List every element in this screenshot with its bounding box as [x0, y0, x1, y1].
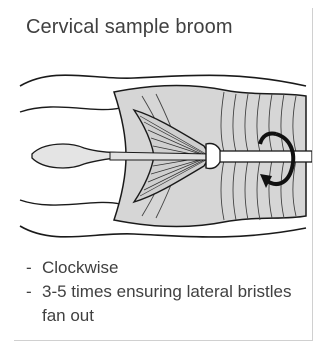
canal-inner-bottom [20, 200, 120, 205]
slide-card: Cervical sample broom [14, 8, 313, 341]
canal-outline-top [20, 75, 306, 86]
page-title: Cervical sample broom [26, 16, 233, 39]
bullet-dash: - [26, 280, 32, 304]
list-item: -3-5 times ensuring lateral bristles fan… [26, 280, 306, 328]
central-bristles [110, 152, 210, 160]
canal-inner-top [20, 107, 120, 112]
bullet-dash: - [26, 256, 32, 280]
canal-outline-bottom [20, 226, 306, 237]
broom-illustration [14, 56, 312, 252]
list-item-text: 3-5 times ensuring lateral bristles fan … [42, 282, 291, 325]
broom-handle [220, 151, 312, 162]
list-item-text: Clockwise [42, 258, 119, 277]
list-item: -Clockwise [26, 256, 306, 280]
instruction-list: -Clockwise -3-5 times ensuring lateral b… [26, 256, 306, 328]
